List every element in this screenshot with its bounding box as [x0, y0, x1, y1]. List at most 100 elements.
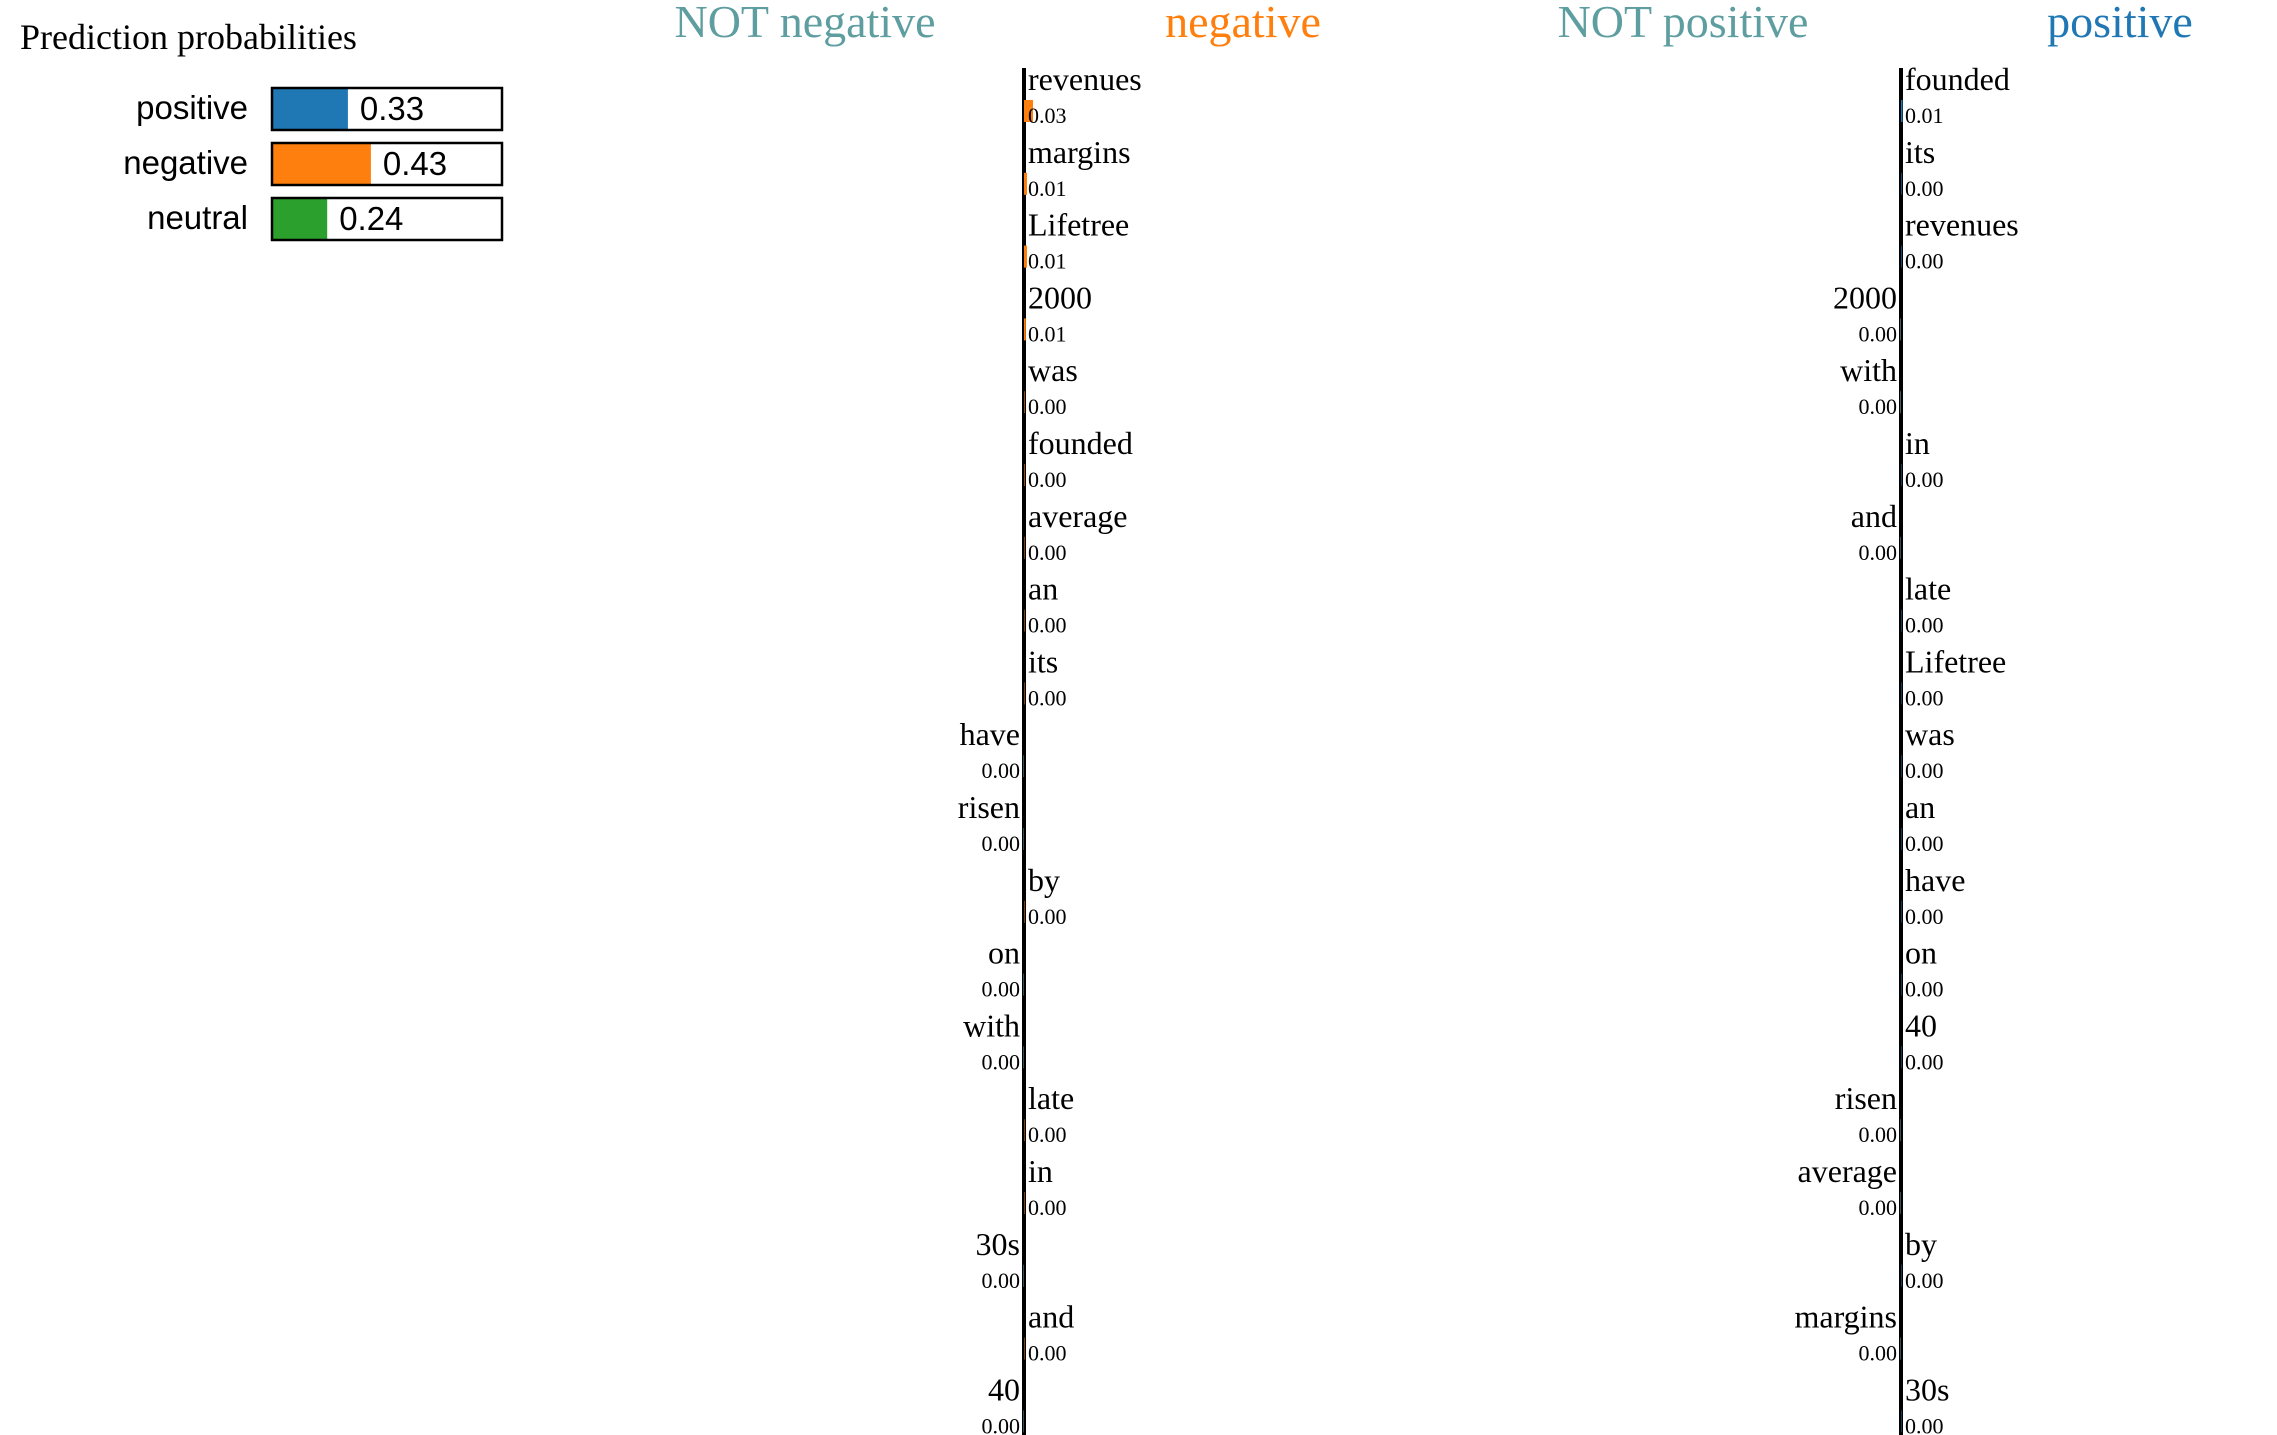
feature-word: by: [1028, 862, 1060, 898]
feature-word: on: [1905, 935, 1937, 971]
feature-word: its: [1028, 643, 1058, 679]
positive-feature-bars: founded0.01its0.00revenues0.0020000.00wi…: [1794, 61, 2019, 1435]
feature-word: late: [1028, 1080, 1074, 1116]
feature-row-an: an0.00: [1901, 789, 1944, 856]
feature-word: its: [1905, 134, 1935, 170]
feature-value: 0.00: [1905, 1268, 1944, 1293]
feature-bar: [1024, 1337, 1025, 1360]
probability-label: negative: [123, 144, 248, 181]
feature-bar: [1900, 318, 1901, 341]
feature-bar: [1901, 464, 1902, 486]
feature-row-average: average 0.00: [1024, 498, 1127, 565]
class-label-negative: negative: [1165, 0, 1321, 47]
feature-row-on: on0.00: [982, 935, 1024, 1002]
feature-row-2000: 2000 0.00: [1833, 279, 1901, 346]
feature-word: have: [1905, 862, 1965, 898]
feature-value: 0.00: [1859, 1122, 1898, 1147]
feature-value: 0.00: [1028, 904, 1067, 929]
feature-row-in: in0.00: [1024, 1153, 1067, 1220]
feature-word: with: [1840, 352, 1897, 388]
feature-word: revenues: [1028, 61, 1142, 97]
feature-word: 2000: [1833, 279, 1897, 315]
feature-bar: [1024, 100, 1033, 122]
probability-label: positive: [136, 89, 248, 126]
feature-row-was: was 0.00: [1901, 716, 1955, 783]
feature-word: was: [1028, 352, 1078, 388]
feature-value: 0.00: [1028, 613, 1067, 638]
feature-bar: [1900, 391, 1901, 414]
feature-bar: [1023, 1264, 1024, 1287]
feature-value: 0.00: [1859, 1341, 1898, 1366]
feature-bar: [1023, 973, 1024, 996]
feature-word: average: [1028, 498, 1127, 534]
feature-bar: [1024, 172, 1027, 195]
feature-word: margins: [1028, 134, 1131, 170]
class-label-not-negative: NOT negative: [674, 0, 935, 47]
feature-value: 0.00: [1028, 540, 1067, 565]
probability-label: neutral: [147, 199, 248, 236]
probability-bar-frame: [270, 196, 504, 242]
feature-row-by: by0.00: [1901, 1226, 1944, 1293]
feature-value: 0.00: [982, 1413, 1021, 1435]
feature-value: 0.00: [982, 758, 1021, 783]
feature-bar: [1024, 682, 1025, 705]
feature-word: an: [1905, 789, 1935, 825]
feature-word: have: [960, 716, 1020, 752]
feature-value: 0.00: [1905, 249, 1944, 274]
feature-value: 0.00: [1905, 1049, 1944, 1074]
feature-bar: [1024, 391, 1025, 414]
feature-row-30s: 30s 0.00: [976, 1226, 1024, 1293]
feature-word: revenues: [1905, 207, 2019, 243]
feature-bar: [1023, 755, 1024, 778]
feature-value: 0.00: [1859, 321, 1898, 346]
feature-bar: [1901, 609, 1902, 632]
feature-word: founded: [1905, 61, 2010, 97]
feature-word: was: [1905, 716, 1955, 752]
probability-bar-fill: [272, 198, 328, 240]
probability-row-positive: positive 0.33: [136, 86, 504, 132]
feature-value: 0.00: [1859, 1195, 1898, 1220]
feature-value: 0.00: [982, 1268, 1021, 1293]
feature-value: 0.03: [1028, 103, 1067, 128]
probability-bar-frame: [270, 86, 504, 132]
feature-value: 0.00: [1028, 467, 1067, 492]
feature-value: 0.00: [982, 977, 1021, 1002]
feature-word: 30s: [976, 1226, 1020, 1262]
feature-bar: [1024, 464, 1025, 486]
feature-word: late: [1905, 571, 1951, 607]
feature-word: in: [1905, 425, 1930, 461]
feature-word: 2000: [1028, 279, 1092, 315]
feature-word: founded: [1028, 425, 1133, 461]
feature-word: and: [1028, 1299, 1074, 1335]
feature-bar: [1023, 828, 1024, 850]
feature-bar: [1024, 318, 1026, 341]
feature-bar: [1901, 100, 1903, 122]
feature-row-an: an0.00: [1024, 571, 1067, 638]
feature-value: 0.00: [1028, 1341, 1067, 1366]
feature-bar: [1901, 1264, 1902, 1287]
probability-value: 0.33: [360, 90, 424, 127]
feature-value: 0.00: [1905, 1413, 1944, 1435]
feature-bar: [1024, 1119, 1025, 1142]
feature-bar: [1024, 1192, 1025, 1214]
feature-word: 40: [988, 1371, 1020, 1407]
feature-bar: [1901, 1410, 1902, 1433]
class-label-not-positive: NOT positive: [1558, 0, 1809, 47]
feature-value: 0.00: [1905, 758, 1944, 783]
feature-bar: [1024, 536, 1025, 559]
